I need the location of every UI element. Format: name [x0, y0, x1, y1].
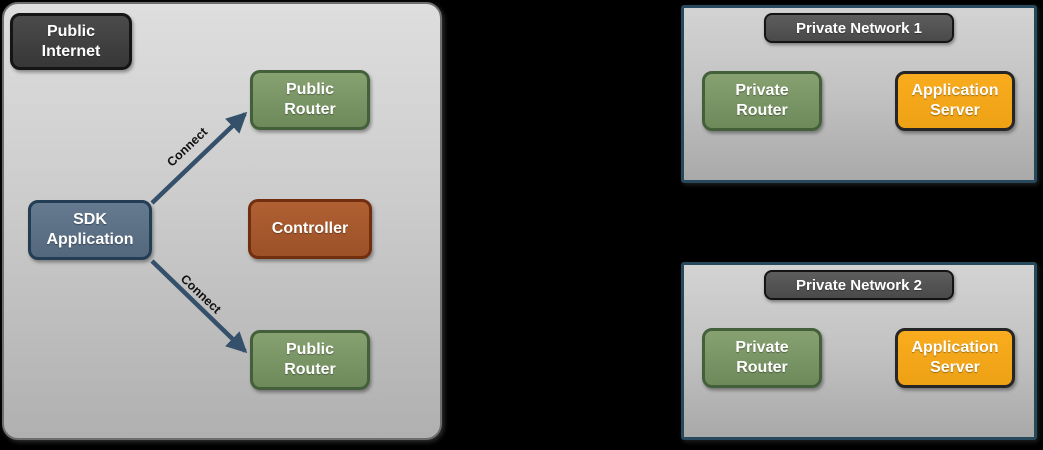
- node-controller-label: Controller: [271, 220, 349, 237]
- node-sdk-application-label: SDK Application: [46, 211, 134, 248]
- node-public-internet: Public Internet: [10, 13, 132, 70]
- public-internet-zone: Connect Connect Public Internet Public R…: [2, 2, 442, 440]
- private-network-1-title: Private Network 1: [764, 13, 954, 43]
- node-private-router-2: Private Router: [702, 328, 822, 388]
- node-public-internet-label: Public Internet: [41, 22, 101, 60]
- private-network-1-zone: Private Network 1 Private Router Applica…: [681, 5, 1037, 183]
- node-public-router-bottom-label: Public Router: [284, 341, 336, 378]
- connect-arrow-bottom: [150, 259, 248, 354]
- node-application-server-2: Application Server: [895, 328, 1015, 388]
- node-application-server-2-label: Application Server: [911, 339, 999, 376]
- node-public-router-top: Public Router: [250, 70, 370, 130]
- node-application-server-1: Application Server: [895, 71, 1015, 131]
- connect-label-top: Connect: [164, 124, 211, 169]
- node-sdk-application: SDK Application: [28, 200, 152, 260]
- connect-arrow-top: [150, 111, 248, 205]
- private-network-2-title-label: Private Network 2: [796, 276, 922, 294]
- node-private-router-1-label: Private Router: [735, 82, 789, 119]
- node-public-router-top-label: Public Router: [284, 81, 336, 118]
- private-network-1-title-label: Private Network 1: [796, 19, 922, 37]
- private-network-2-zone: Private Network 2 Private Router Applica…: [681, 262, 1037, 440]
- node-controller: Controller: [248, 199, 372, 259]
- private-network-2-title: Private Network 2: [764, 270, 954, 300]
- node-private-router-2-label: Private Router: [735, 339, 789, 376]
- node-public-router-bottom: Public Router: [250, 330, 370, 390]
- node-application-server-1-label: Application Server: [911, 82, 999, 119]
- node-private-router-1: Private Router: [702, 71, 822, 131]
- connect-label-bottom: Connect: [178, 272, 225, 317]
